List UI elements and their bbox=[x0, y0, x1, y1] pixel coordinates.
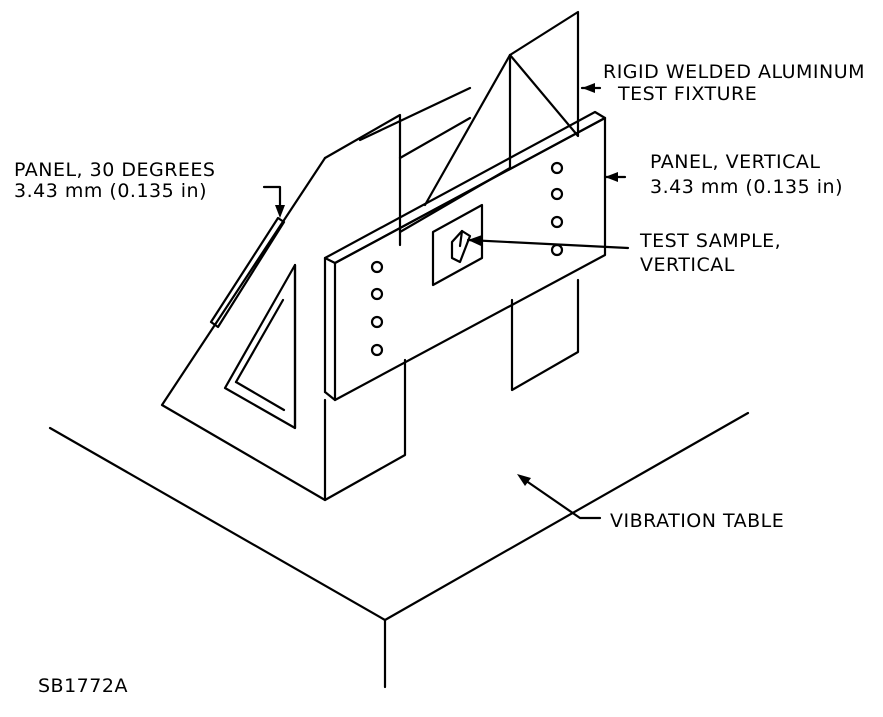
table-label: VIBRATION TABLE bbox=[610, 510, 784, 532]
fixture-cross-member bbox=[358, 86, 472, 160]
panel30-label-line1: PANEL, 30 DEGREES bbox=[14, 159, 215, 181]
panel-30-degrees bbox=[209, 216, 286, 329]
figure-id: SB1772A bbox=[38, 675, 128, 697]
vibration-table bbox=[48, 411, 750, 689]
labels: RIGID WELDED ALUMINUM TEST FIXTURE PANEL… bbox=[14, 61, 865, 697]
fixture-front-plate bbox=[323, 358, 407, 502]
panelv-label-line2: 3.43 mm (0.135 in) bbox=[650, 176, 843, 198]
fixture-left-gusset bbox=[160, 113, 402, 502]
fixture-rear-plate bbox=[398, 10, 580, 392]
leader-lines bbox=[262, 83, 630, 520]
panel-vertical bbox=[323, 110, 607, 402]
panel30-label-line2: 3.43 mm (0.135 in) bbox=[14, 180, 207, 202]
test-sample bbox=[431, 203, 484, 287]
fixture-label-line2: TEST FIXTURE bbox=[617, 83, 757, 105]
sample-label-line1: TEST SAMPLE, bbox=[639, 230, 781, 252]
sample-label-line2: VERTICAL bbox=[640, 254, 735, 276]
fixture-label-line1: RIGID WELDED ALUMINUM bbox=[603, 61, 865, 83]
panelv-label-line1: PANEL, VERTICAL bbox=[650, 151, 821, 173]
